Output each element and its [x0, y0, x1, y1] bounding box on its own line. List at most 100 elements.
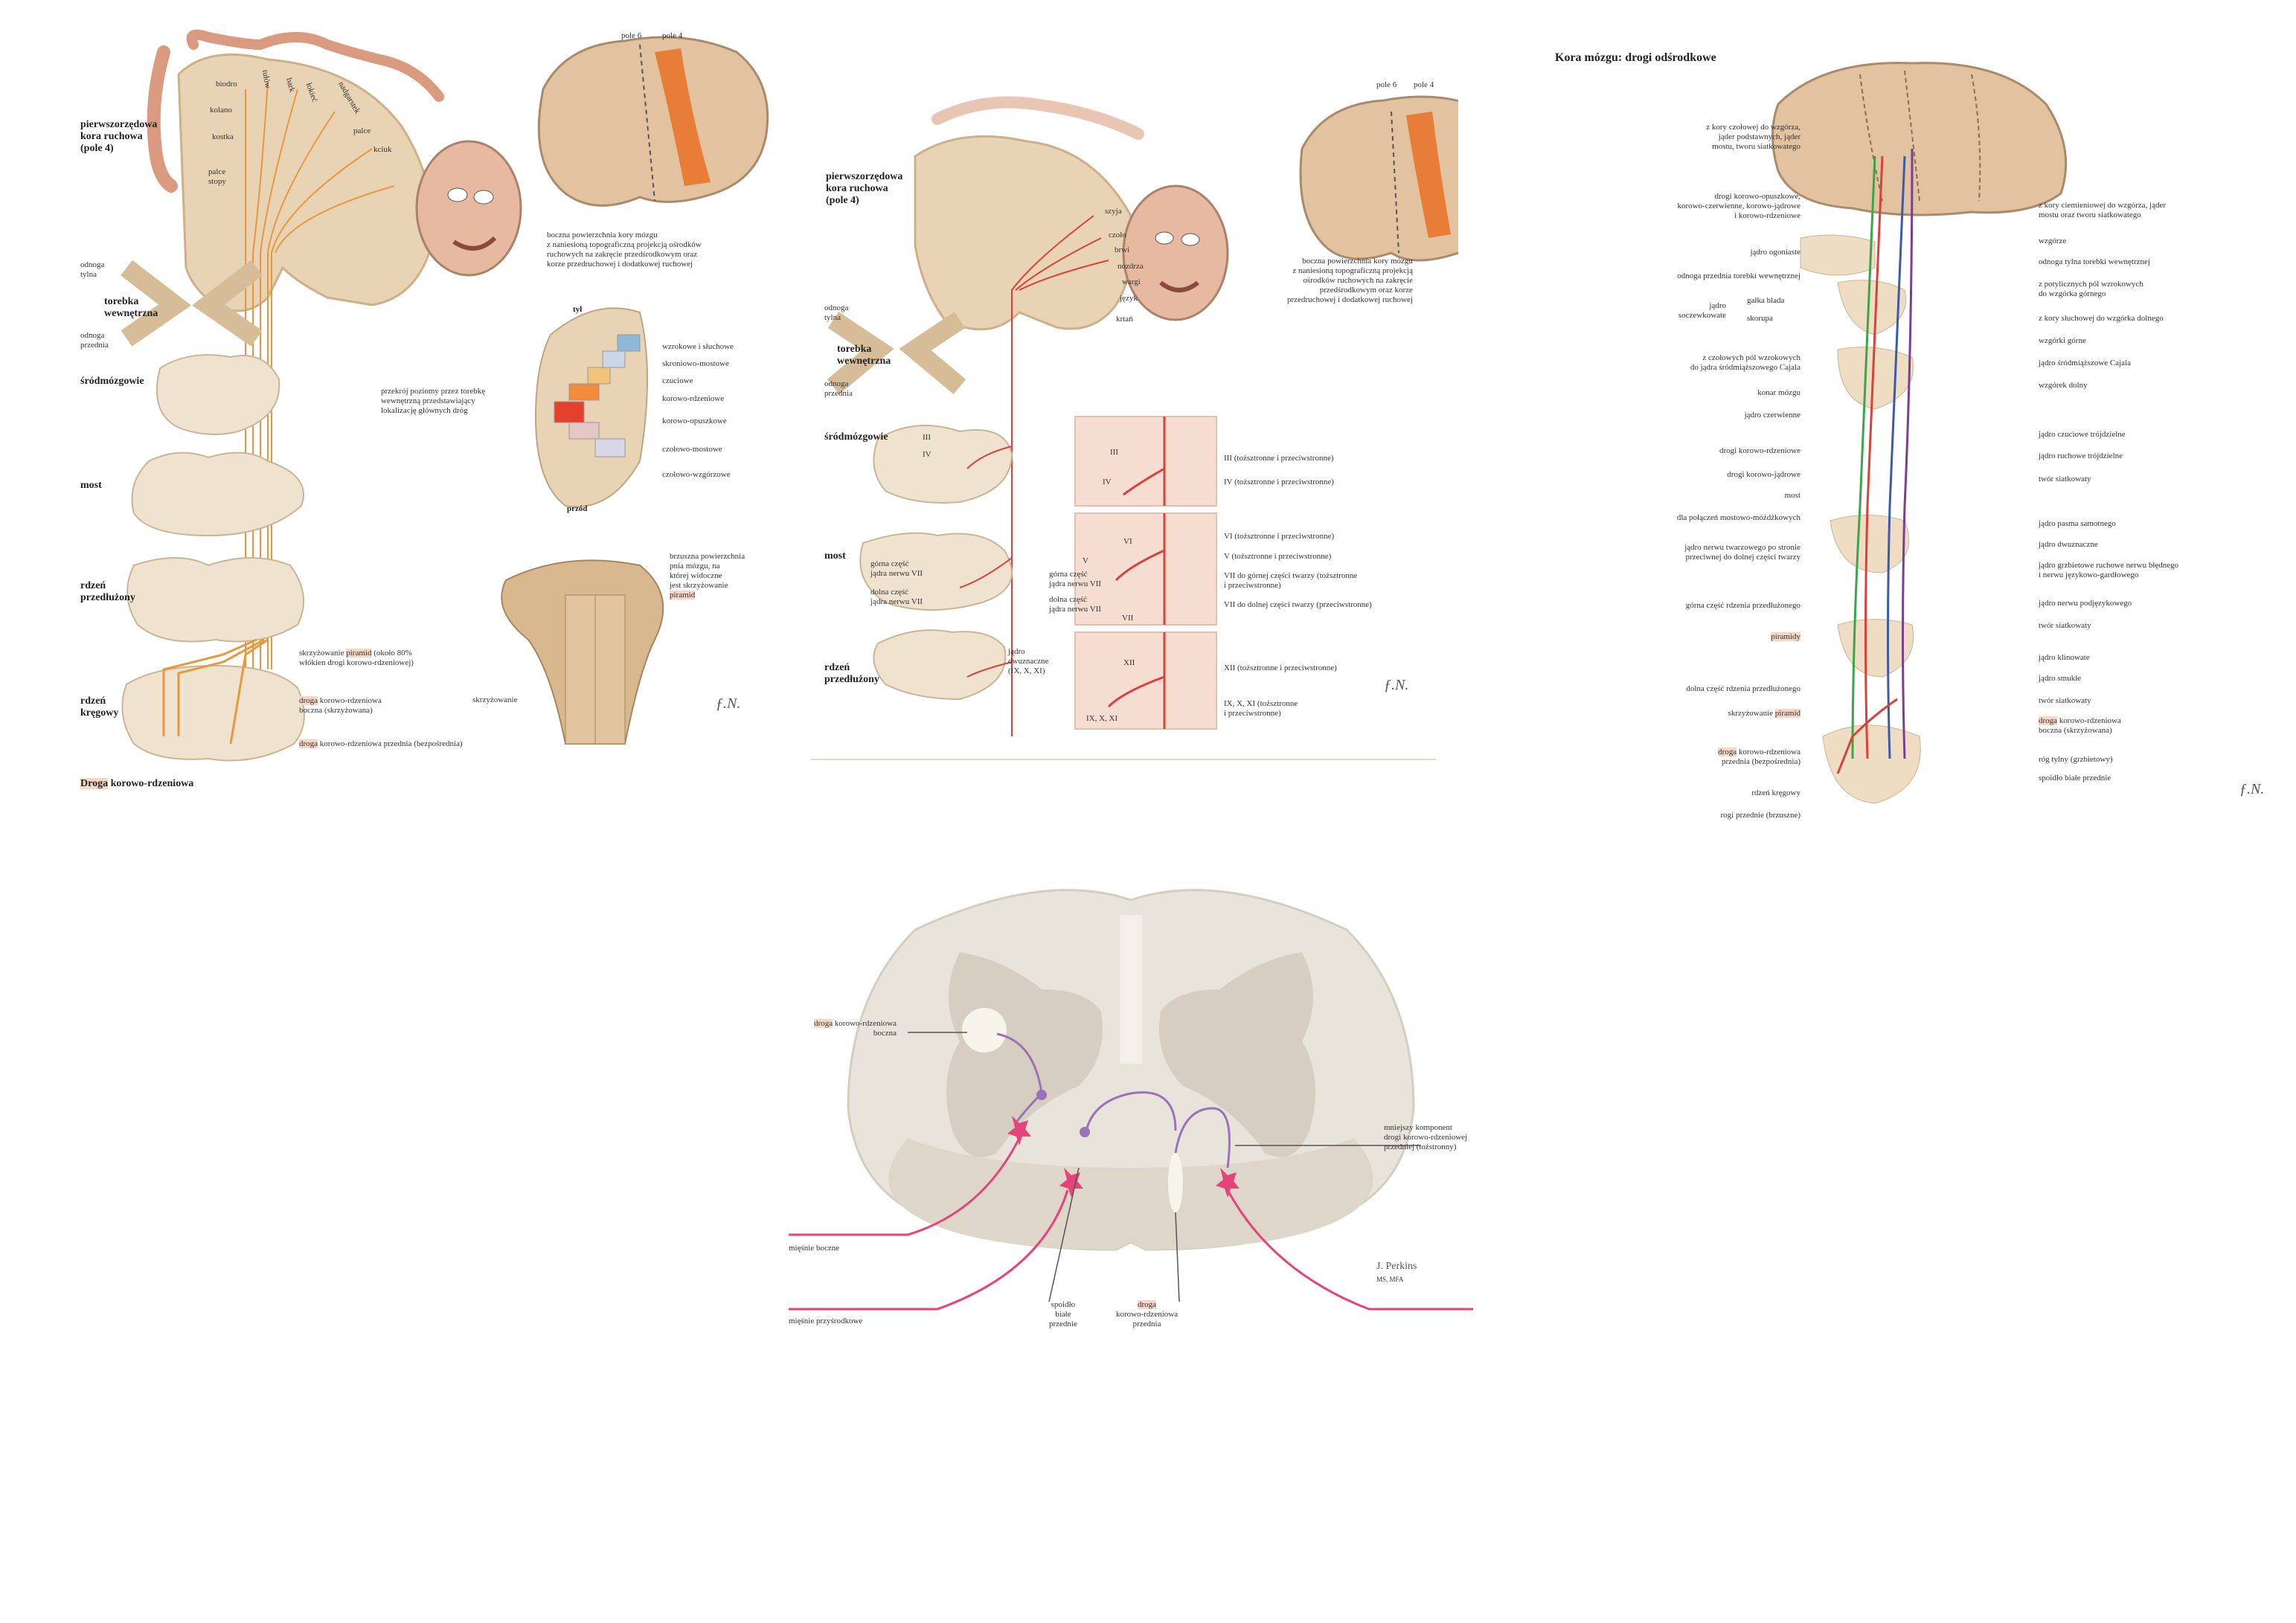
label2-box-roman-V: V: [1083, 556, 1088, 565]
signature-netter-3: ƒ.N.: [2239, 781, 2265, 797]
label2-pons: most: [824, 550, 846, 562]
label2-lower-face: dolna część jądra nerwu VII: [870, 588, 923, 606]
label2-nucleus-VII-upper: VII do górnej części twarzy (toższtronne…: [1224, 571, 1358, 590]
label4-anterior-tract: droga korowo-rdzeniowa przednia: [1116, 1300, 1178, 1329]
label2-roman-IV: IV: [923, 450, 931, 459]
label2-lips: wargi: [1122, 277, 1141, 286]
panel-corticobulbar-tract: pierwszorzędowa kora ruchowa (pole 4) sz…: [811, 67, 1458, 781]
decussation-word: piramid: [346, 649, 372, 658]
signature-netter-1: ƒ.N.: [716, 695, 741, 712]
label3-right-22: spoidło białe przednie: [2039, 774, 2111, 782]
label2-lower-face-box: dolna część jądra nerwu VII: [1049, 595, 1102, 614]
label-tract-frontopontine: czołowo-mostowe: [662, 445, 722, 454]
label-lateral-surface: boczna powierzchnia kory mózgu z naniesi…: [547, 231, 702, 269]
spinal-cord-cross-section: [789, 889, 1473, 1311]
caption-text: korowo-rdzeniowa: [108, 778, 194, 789]
label-field-4: pole 4: [662, 31, 683, 40]
label3-right-15: twór siatkowaty: [2039, 621, 2091, 630]
label2-neck: szyja: [1105, 207, 1122, 216]
label3-right-14: jądro nerwu podjęzykowego: [2039, 599, 2132, 608]
label-lateral-corticospinal: droga korowo-rdzeniowa boczna (skrzyżowa…: [299, 696, 382, 716]
label2-box-roman-VII: VII: [1122, 614, 1134, 623]
label-spinal-cord: rdzeń kręgowy: [80, 695, 119, 719]
ventral-surface-text: brzuszna powierzchnia pnia mózgu, na któ…: [670, 552, 745, 590]
label3-title: Kora mózgu: drogi odśrodkowe: [1555, 51, 1716, 64]
label3-pyramids: piramidy: [1771, 632, 1800, 641]
label-capsule-section: przekrój poziomy przez torebkę wewnętrzn…: [381, 387, 486, 415]
label2-upper-face: górna część jądra nerwu VII: [870, 559, 923, 578]
decussation-suffix: (około 80% włókien drogi korowo-rdzeniow…: [299, 649, 414, 667]
label3-lateral-text: korowo-rdzeniowa boczna (skrzyżowana): [2039, 716, 2121, 735]
label-back: tył: [573, 305, 583, 314]
label3-lateral-word: droga: [2039, 716, 2058, 725]
label-primary-motor-cortex: pierwszorzędowa kora ruchowa (pole 4): [80, 119, 158, 154]
label3-right-0: z kory ciemieniowej do wzgórza, jąder mo…: [2039, 201, 2167, 219]
label2-nucleus-IX-X-XI: IX, X, XI (toższtronne i przeciwstronne): [1224, 699, 1298, 718]
label3-right-18: twór siatkowaty: [2039, 696, 2091, 705]
label3-left-13: dla połączeń mostowo-móżdżkowych: [1676, 513, 1800, 522]
label2-nucleus-III: III (toższtronne i przeciwstronne): [1224, 454, 1334, 463]
label3-left-17: dolna część rdzenia przedłużonego: [1686, 684, 1800, 693]
label2-nucleus-XII: XII (toższtronne i przeciwstronne): [1224, 663, 1337, 672]
label-internal-capsule: torebka wewnętrzna: [104, 296, 158, 319]
label3-right-4: z kory słuchowej do wzgórka dolnego: [2039, 314, 2164, 323]
label4-signature: J. Perkins: [1376, 1261, 1417, 1272]
lateral-tract-word: droga: [299, 696, 318, 705]
label3-right-13: jądro grzbietowe ruchowe nerwu błędnego …: [2039, 561, 2179, 579]
caption-word: Droga: [80, 778, 109, 789]
label-homunculus-thumb: kciuk: [373, 145, 392, 154]
panel-corticospinal-tract: pierwszorzędowa kora ruchowa (pole 4) od…: [0, 0, 789, 803]
label-tract-frontothalamic: czołowo-wzgórzowe: [662, 470, 731, 479]
label3-left-10: drogi korowo-rdzeniowe: [1719, 446, 1800, 455]
label3-left-8: konar mózgu: [1757, 388, 1800, 397]
label3-anterior-text: korowo-rdzeniowa przednia (bezpośrednia): [1722, 748, 1800, 766]
label4-lateral-tract: droga korowo-rdzeniowa boczna: [814, 1019, 897, 1038]
label3-left-23: rogi przednie (brzuszne): [1720, 811, 1800, 820]
label4-signature-sub: MS, MFA: [1376, 1276, 1404, 1283]
label2-box-roman-VI: VI: [1123, 537, 1132, 546]
label3-right-8: jądro czuciowe trójdzielne: [2039, 430, 2126, 439]
label-homunculus-hip: biodro: [216, 80, 237, 89]
label3-decussation-prefix: skrzyżowanie: [1728, 709, 1775, 718]
panel-efferent-pathways: Kora mózgu: drogi odśrodkowe z kory czoł…: [1555, 45, 2296, 833]
label4-proximal-muscles: mięśnie przyśrodkowe: [789, 1317, 863, 1325]
label4-minor-component: mniejszy komponent drogi korowo-rdzeniow…: [1384, 1123, 1468, 1151]
label2-midbrain: śródmózgowie: [824, 431, 888, 443]
label2-crus-anterior: odnoga przednia: [824, 379, 853, 398]
label3-left-1: drogi korowo-opuszkowe, korowo-czerwienn…: [1677, 192, 1800, 220]
label2-forehead: czoło: [1109, 231, 1126, 240]
label-front: przód: [567, 504, 588, 513]
label3-right-7: wzgórek dolny: [2039, 381, 2088, 390]
label3-right-17: jądro smukłe: [2039, 674, 2082, 683]
ventral-surface-pyramids: piramid: [670, 591, 696, 600]
lateral-tract-text: korowo-rdzeniowa boczna (skrzyżowana): [299, 696, 382, 715]
label2-roman-III: III: [923, 433, 931, 442]
label4-lateral-word: droga: [814, 1019, 833, 1028]
caption-corticospinal: Droga korowo-rdzeniowa: [80, 778, 193, 790]
label-homunculus-ankle: kostka: [212, 132, 234, 141]
label2-box-roman-IV: IV: [1103, 478, 1112, 486]
label-tract-corticospinal: korowo-rdzeniowe: [662, 394, 725, 403]
anterior-tract-word: droga: [299, 739, 318, 748]
label3-right-11: jądro pasma samotnego: [2039, 519, 2116, 528]
label-ventral-surface: brzuszna powierzchnia pnia mózgu, na któ…: [670, 552, 745, 600]
label3-right-6: jądro śródmiąższowe Cajala: [2039, 359, 2132, 367]
label3-right-16: jądro klinowate: [2039, 653, 2090, 662]
label-tract-temporopontine: skroniowo-mostowe: [662, 359, 729, 368]
label3-right-1: wzgórze: [2039, 237, 2067, 245]
label3-left-20: droga korowo-rdzeniowa przednia (bezpośr…: [1718, 748, 1800, 767]
label3-left-12: most: [1784, 491, 1800, 500]
label2-lateral-surface: boczna powierzchnia kory mózgu z naniesi…: [1287, 257, 1413, 304]
label-field-6: pole 6: [621, 31, 642, 40]
label2-crus-posterior: odnoga tylna: [824, 303, 849, 322]
label3-left-16: piramidy: [1771, 632, 1800, 642]
divider-line: [811, 759, 1436, 760]
label2-tongue: język: [1120, 294, 1138, 303]
label3-decussation-word: piramid: [1774, 709, 1800, 718]
label3-anterior-word: droga: [1718, 748, 1737, 756]
label4-lateral-text: korowo-rdzeniowa boczna: [834, 1019, 897, 1038]
label3-left-0: z kory czołowej do wzgórza, jąder podsta…: [1706, 123, 1800, 151]
label3-left-2: jądro ogoniaste: [1750, 248, 1800, 257]
label-tract-corticobulbar: korowo-opuszkowe: [662, 417, 727, 425]
label2-field-6: pole 6: [1376, 80, 1397, 89]
